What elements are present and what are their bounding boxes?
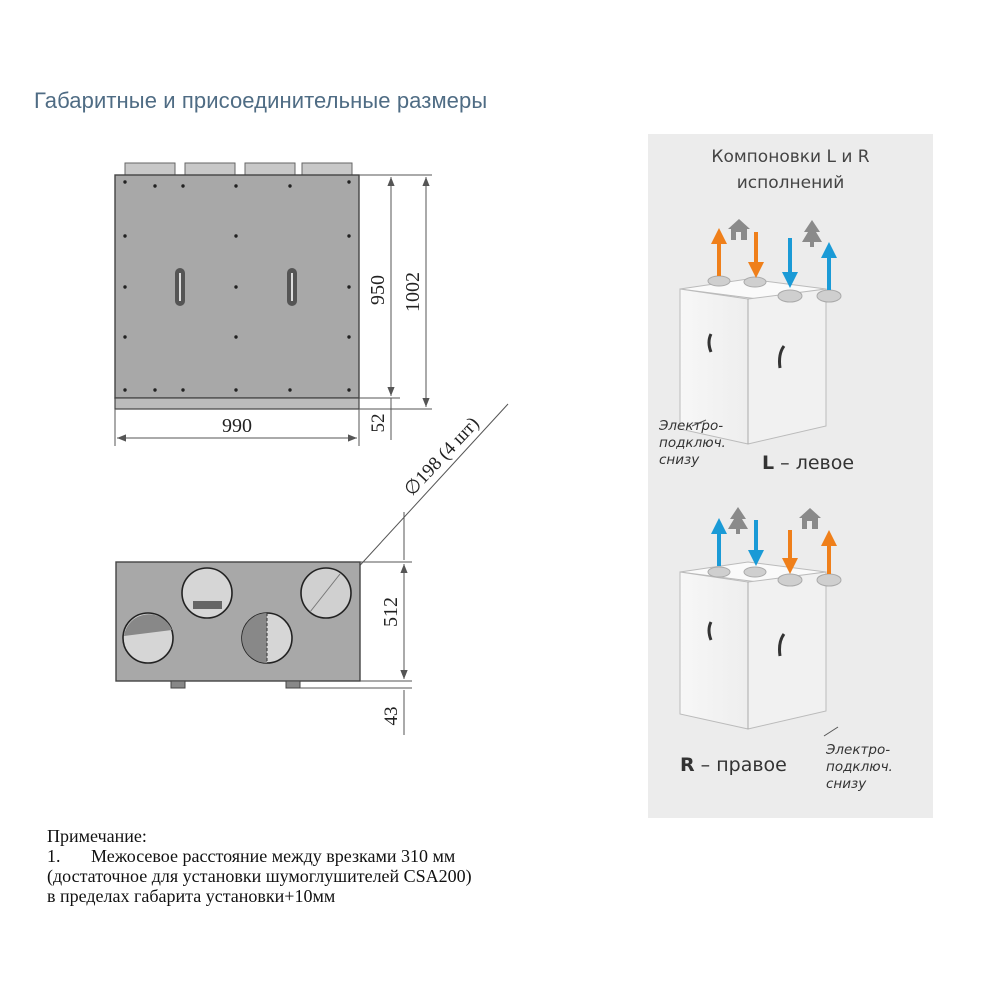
note-item-number: 1. [47, 846, 61, 866]
note-block: Примечание: 1. Межосевое расстояние между… [47, 826, 472, 906]
technical-drawing: 950 1002 52 990 ∅198 (4 шт) 512 43 [114, 162, 509, 735]
layout-l-caption: L – левое [762, 452, 854, 474]
layout-r-caption: R – правое [680, 754, 787, 776]
electric-label-r: Электро- подключ. снизу [826, 742, 893, 793]
page-title: Габаритные и присоединительные размеры [34, 88, 488, 113]
house-icon [799, 508, 821, 529]
layouts-panel: Компоновки L и R исполнений [648, 134, 933, 818]
dim-52: 52 [368, 414, 389, 433]
layout-r-letter: R [680, 754, 695, 776]
layout-l-label: – левое [774, 452, 855, 474]
layout-l-unit [679, 275, 842, 445]
note-line-3: в пределах габарита установки+10мм [47, 886, 336, 906]
note-line-2: (достаточное для установки шумоглушителе… [47, 866, 472, 886]
tree-icon [728, 507, 748, 534]
note-line-1: Межосевое расстояние между врезками 310 … [91, 846, 456, 866]
note-item: 1. Межосевое расстояние между врезками 31… [47, 846, 472, 866]
dim-pipe-diameter: ∅198 (4 шт) [400, 413, 483, 500]
electric-label-l: Электро- подключ. снизу [659, 418, 726, 469]
layout-r-unit [679, 561, 842, 730]
layouts-illustration [679, 219, 842, 737]
top-view [115, 561, 361, 689]
layout-r-label: – правое [694, 754, 787, 776]
electric-label-r-line-1: Электро- [826, 742, 891, 758]
layouts-title-line-1: Компоновки L и R [711, 147, 870, 167]
front-view [114, 162, 360, 410]
electric-label-r-line-3: снизу [826, 776, 867, 792]
electric-label-l-line-2: подключ. [659, 435, 726, 451]
dim-950: 950 [367, 275, 389, 305]
dim-43: 43 [381, 707, 402, 726]
tree-icon [802, 220, 822, 247]
dim-1002: 1002 [402, 272, 424, 312]
electric-label-l-line-1: Электро- [659, 418, 724, 434]
layouts-title: Компоновки L и R исполнений [648, 144, 933, 196]
note-heading: Примечание: [47, 826, 147, 846]
electric-label-r-line-2: подключ. [826, 759, 893, 775]
layout-l-arrows [711, 228, 837, 290]
electric-label-l-line-3: снизу [659, 452, 700, 468]
layout-l-letter: L [762, 452, 775, 474]
dim-512: 512 [380, 597, 402, 627]
house-icon [728, 219, 750, 240]
layout-r-arrows [711, 518, 837, 574]
layouts-title-line-2: исполнений [736, 173, 845, 193]
dim-990: 990 [222, 415, 252, 437]
